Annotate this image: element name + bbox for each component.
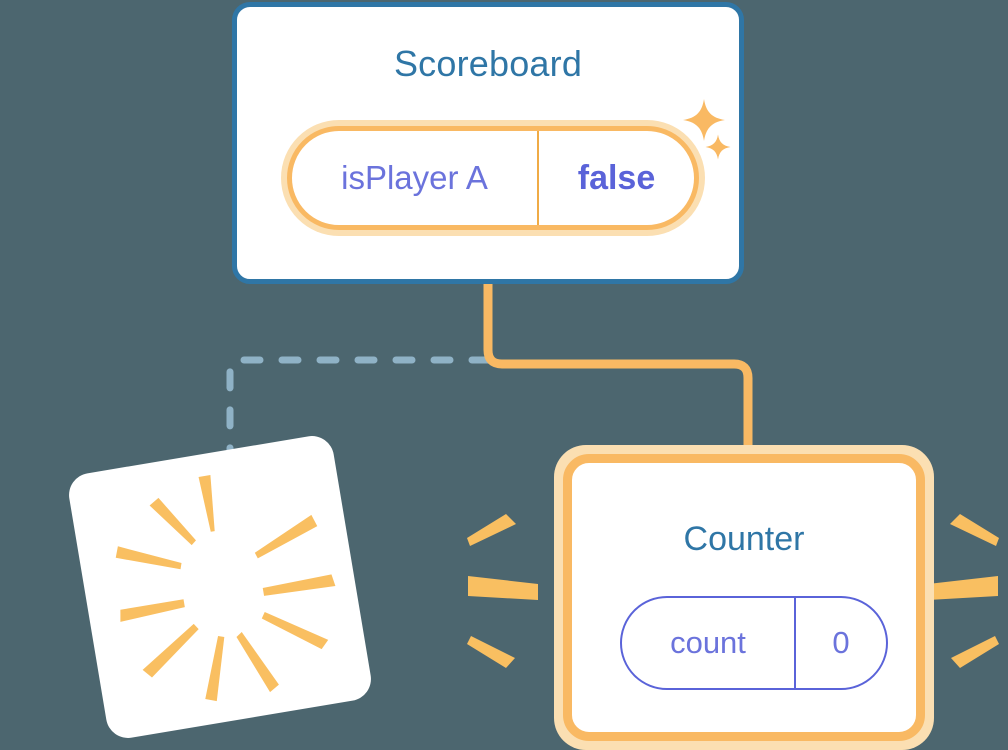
scoreboard-state-value: false — [577, 158, 656, 197]
sparkle-large-icon — [681, 97, 727, 143]
connector-dashed-ghost — [226, 356, 492, 472]
pill-divider — [794, 598, 796, 688]
counter-state-pill[interactable]: count 0 — [620, 596, 888, 690]
scoreboard-card[interactable]: Scoreboard isPlayer A false — [232, 2, 744, 284]
counter-title: Counter — [683, 520, 805, 558]
ghost-card[interactable] — [65, 432, 375, 742]
counter-burst-left-icon — [467, 514, 538, 668]
counter-burst-right-icon — [928, 514, 999, 668]
connector-solid-counter — [483, 284, 753, 462]
counter-state-key: count — [670, 625, 746, 660]
ghost-card-burst-icon — [115, 475, 336, 702]
scoreboard-state-key: isPlayer A — [341, 159, 488, 196]
pill-divider — [537, 131, 539, 225]
counter-card[interactable]: Counter count 0 — [563, 454, 925, 741]
counter-state-value: 0 — [832, 625, 850, 660]
scoreboard-state-pill[interactable]: isPlayer A false — [287, 126, 699, 230]
scoreboard-title: Scoreboard — [393, 43, 583, 84]
sparkle-small-icon — [704, 133, 732, 161]
